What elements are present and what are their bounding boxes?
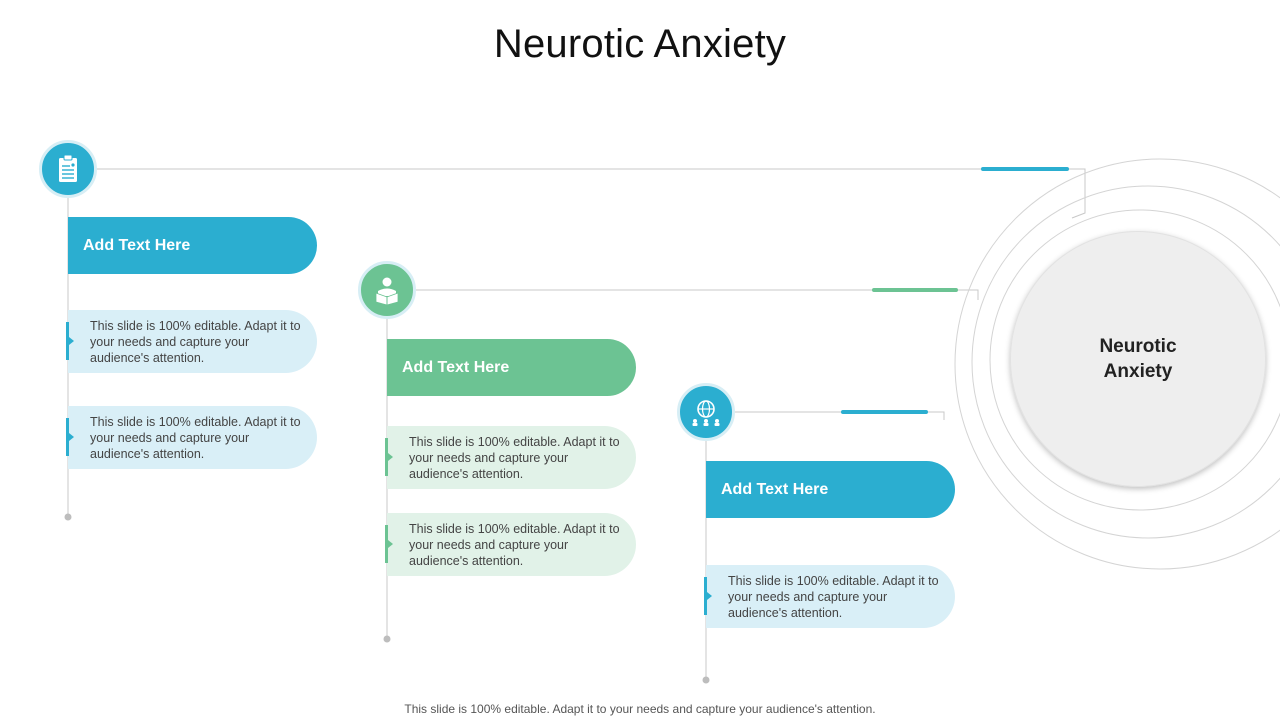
item-2-text-1-label: This slide is 100% editable. Adapt it to… <box>409 435 620 481</box>
item-1-text-2: This slide is 100% editable. Adapt it to… <box>66 406 317 469</box>
item-1-text-1: This slide is 100% editable. Adapt it to… <box>66 310 317 373</box>
slide-title: Neurotic Anxiety <box>493 22 787 66</box>
arrow-marker-icon <box>385 525 393 563</box>
item-1-text-1-label: This slide is 100% editable. Adapt it to… <box>90 319 301 365</box>
center-label: Neurotic Anxiety <box>1099 336 1177 382</box>
arrow-marker-icon <box>66 418 74 456</box>
item-2-text-2: This slide is 100% editable. Adapt it to… <box>385 513 636 576</box>
item-2-text-1: This slide is 100% editable. Adapt it to… <box>385 426 636 489</box>
item-2-heading: Add Text Here <box>387 339 636 396</box>
footer-note: This slide is 100% editable. Adapt it to… <box>404 702 876 716</box>
arrow-marker-icon <box>66 322 74 360</box>
arrow-marker-icon <box>704 577 712 615</box>
item-3-text-1-label: This slide is 100% editable. Adapt it to… <box>728 574 939 620</box>
item-1-text-2-label: This slide is 100% editable. Adapt it to… <box>90 415 301 461</box>
global-network-icon <box>677 383 735 441</box>
item-1-heading: Add Text Here <box>68 217 317 274</box>
item-2-text-2-label: This slide is 100% editable. Adapt it to… <box>409 522 620 568</box>
item-3-text-1: This slide is 100% editable. Adapt it to… <box>704 565 955 628</box>
center-circle: Neurotic Anxiety <box>1010 231 1266 487</box>
item-3-heading: Add Text Here <box>706 461 955 518</box>
arrow-marker-icon <box>385 438 393 476</box>
person-reading-icon <box>358 261 416 319</box>
clipboard-icon <box>39 140 97 198</box>
